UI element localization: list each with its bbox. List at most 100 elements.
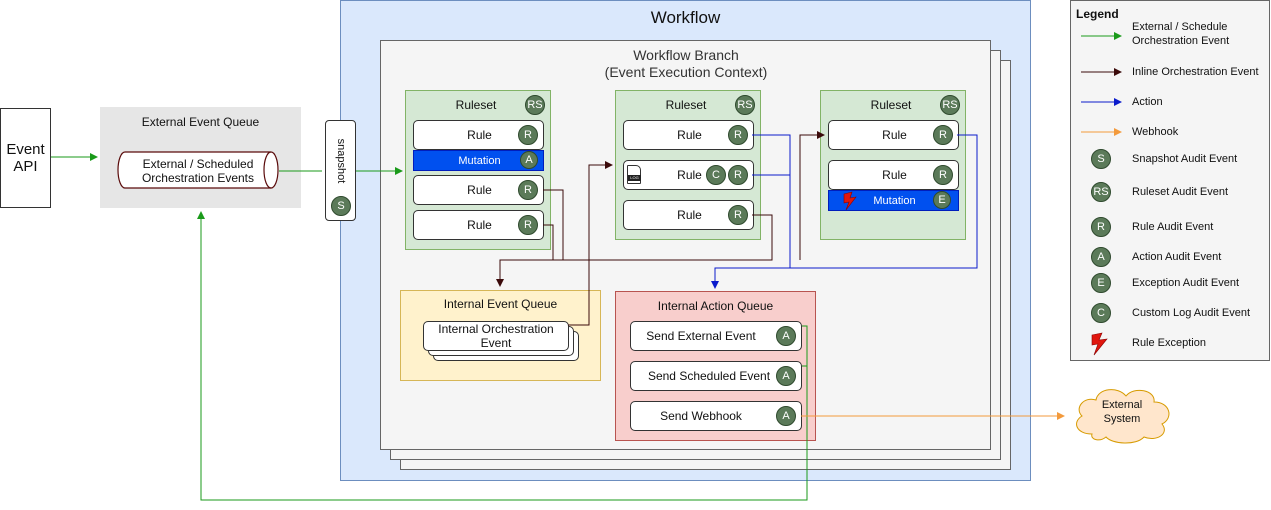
queue-label-line2: Orchestration Events — [141, 171, 255, 185]
internal-orchestration-event[interactable]: Internal Orchestration Event — [423, 321, 569, 351]
ruleset-1-rule-3[interactable]: Rule R — [413, 210, 544, 240]
ruleset-3-title: Ruleset — [870, 98, 912, 112]
legend-label: Rule Exception — [1132, 337, 1206, 349]
internal-event-queue-title: Internal Event Queue — [443, 297, 558, 311]
exception-badge: E — [933, 191, 951, 209]
legend-item: Action — [1071, 89, 1269, 117]
mutation-badge: A — [520, 151, 538, 169]
snapshot-box: snapshot S — [325, 120, 356, 221]
legend-item: External / Schedule Orchestration Event — [1071, 21, 1269, 51]
rule-badge: R — [933, 125, 953, 145]
log-file-tag: LOG — [628, 175, 641, 181]
rule-badge: R — [933, 165, 953, 185]
legend-item: E Exception Audit Event — [1071, 273, 1269, 301]
internal-action-queue-title: Internal Action Queue — [657, 299, 774, 313]
ruleset-3-badge: RS — [940, 95, 960, 115]
ruleset-2-rule-3[interactable]: Rule R — [623, 200, 754, 230]
ruleset-2-badge: RS — [735, 95, 755, 115]
rule-badge: R — [518, 180, 538, 200]
external-system-label: External System — [1086, 396, 1158, 428]
legend-item: RS Ruleset Audit Event — [1071, 182, 1269, 210]
legend-badge: C — [1091, 303, 1111, 323]
rule-badge: R — [518, 125, 538, 145]
legend-item: Inline Orchestration Event — [1071, 59, 1269, 87]
legend-badge: E — [1091, 273, 1111, 293]
queue-cylinder-label: External / Scheduled Orchestration Event… — [123, 156, 273, 186]
ruleset-2-title: Ruleset — [665, 98, 707, 112]
ruleset-2: Ruleset RS Rule R LOG Rule C R Rule R — [615, 90, 761, 240]
legend-line-swatch — [1081, 98, 1122, 106]
event-api-box: Event API — [0, 108, 51, 208]
legend-label: Action — [1132, 96, 1163, 108]
internal-event-line2: Event — [480, 336, 512, 350]
workflow-branch-title: Workflow Branch (Event Execution Context… — [531, 47, 841, 81]
cloud-shape — [1076, 389, 1170, 444]
ruleset-3-mutation[interactable]: Mutation E — [828, 190, 959, 211]
rule-label: Rule — [677, 168, 702, 182]
log-file-icon: LOG — [627, 165, 641, 184]
legend-line-swatch — [1081, 68, 1122, 76]
queue-label-line1: External / Scheduled — [142, 157, 254, 171]
external-event-queue: External Event Queue External / Schedule… — [100, 107, 301, 208]
legend-label: Inline Orchestration Event — [1132, 66, 1259, 78]
legend-panel: Legend External / Schedule Orchestration… — [1070, 0, 1270, 361]
ruleset-1-mutation[interactable]: Mutation A — [413, 150, 544, 171]
internal-action-queue: Internal Action Queue Send External Even… — [615, 291, 816, 441]
send-external-event[interactable]: Send External Event A — [630, 321, 802, 351]
legend-label: Exception Audit Event — [1132, 277, 1240, 289]
external-system-line1: External — [1101, 399, 1143, 411]
legend-badge: R — [1091, 217, 1111, 237]
legend-label: Custom Log Audit Event — [1132, 307, 1251, 319]
rule-label: Rule — [467, 128, 492, 142]
ruleset-3-rule-2[interactable]: Rule R — [828, 160, 959, 190]
legend-label: External / Schedule Orchestration Event — [1132, 21, 1230, 47]
action-badge: A — [776, 366, 796, 386]
legend-label: Action Audit Event — [1132, 251, 1222, 263]
send-webhook[interactable]: Send Webhook A — [630, 401, 802, 431]
event-api-line2: API — [13, 158, 38, 175]
workflow-title: Workflow — [650, 8, 721, 27]
ruleset-1-title: Ruleset — [455, 98, 497, 112]
rule-label: Rule — [677, 128, 702, 142]
action-badge: A — [776, 406, 796, 426]
ruleset-1-rule-1[interactable]: Rule R — [413, 120, 544, 150]
legend-item: Rule Exception — [1071, 332, 1269, 361]
branch-title-line2: (Event Execution Context) — [604, 64, 768, 80]
ruleset-1: Ruleset RS Rule R Mutation A Rule R Rule… — [405, 90, 551, 250]
ruleset-3: Ruleset RS Rule R Rule R Mutation E — [820, 90, 966, 240]
snapshot-badge: S — [331, 196, 351, 216]
legend-item: A Action Audit Event — [1071, 247, 1269, 275]
legend-label: Ruleset Audit Event — [1132, 186, 1229, 198]
send-scheduled-event[interactable]: Send Scheduled Event A — [630, 361, 802, 391]
legend-badge: RS — [1091, 182, 1111, 202]
legend-label: Webhook — [1132, 126, 1179, 138]
legend-badge: S — [1091, 149, 1111, 169]
branch-title-line1: Workflow Branch — [633, 47, 739, 63]
internal-event-line1: Internal Orchestration — [438, 322, 554, 336]
external-event-queue-title: External Event Queue — [141, 115, 260, 129]
ruleset-2-rule-2[interactable]: LOG Rule C R — [623, 160, 754, 190]
external-system-line2: System — [1103, 413, 1141, 425]
snapshot-label: snapshot — [335, 138, 347, 184]
action-badge: A — [776, 326, 796, 346]
rule-badge: R — [518, 215, 538, 235]
rule-badge: R — [728, 205, 748, 225]
external-system: External System — [1066, 382, 1178, 446]
event-api-line1: Event — [6, 141, 45, 158]
legend-item: S Snapshot Audit Event — [1071, 149, 1269, 177]
legend-line-swatch — [1081, 128, 1122, 136]
queue-cylinder-shape — [117, 151, 279, 189]
mutation-label: Mutation — [458, 154, 501, 167]
ruleset-1-badge: RS — [525, 95, 545, 115]
legend-line-swatch — [1081, 32, 1122, 40]
lightning-icon — [1091, 332, 1108, 356]
legend-badge: A — [1091, 247, 1111, 267]
ruleset-3-rule-1[interactable]: Rule R — [828, 120, 959, 150]
legend-title: Legend — [1076, 7, 1119, 21]
legend-item: Webhook — [1071, 119, 1269, 147]
ruleset-1-rule-2[interactable]: Rule R — [413, 175, 544, 205]
legend-label: Snapshot Audit Event — [1132, 153, 1238, 165]
rule-badge: R — [728, 165, 748, 185]
custom-log-badge: C — [706, 165, 726, 185]
ruleset-2-rule-1[interactable]: Rule R — [623, 120, 754, 150]
